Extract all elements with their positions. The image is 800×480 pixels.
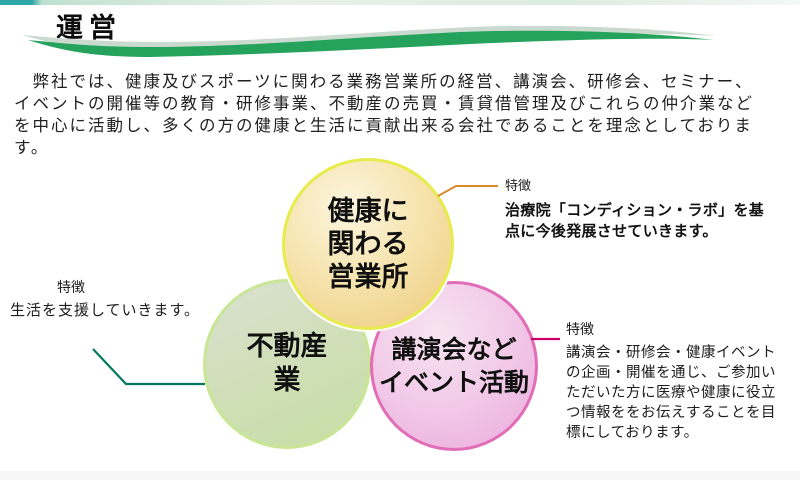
- swoosh-shadow: [22, 25, 716, 51]
- annotation-events-body: 講演会・研修会・健康イベント の企画・開催を通じ、ご参加い ただいた方に医療や健…: [566, 345, 776, 441]
- annotation-real-estate-body: 生活を支援していきます。: [10, 301, 201, 319]
- annotation-health-office-body: 治療院「コンディション・ラボ」を基 点に今後発展させていきます。: [505, 201, 765, 240]
- circle-events-label: 講演会など イベント活動: [378, 335, 529, 397]
- intro-paragraph: 弊社では、健康及びスポーツに関わる業務営業所の経営、講演会、研修会、セミナー、 …: [14, 72, 754, 157]
- annotation-health-office-heading: 特徴: [505, 179, 532, 194]
- circle-health-office-label: 健康に 関わる 営業所: [327, 195, 409, 293]
- circle-health-office: 健康に 関わる 営業所: [282, 158, 454, 330]
- annotation-events-heading: 特徴: [566, 322, 594, 338]
- annotation-events: 特徴 講演会・研修会・健康イベント の企画・開催を通じ、ご参加い ただいた方に医…: [566, 319, 800, 443]
- annotation-real-estate: 特徴 生活を支援していきます。: [10, 277, 240, 320]
- callout-line-health-office: [437, 185, 498, 197]
- page-title: 運営: [56, 13, 122, 44]
- annotation-health-office: 特徴 治療院「コンディション・ラボ」を基 点に今後発展させていきます。: [505, 175, 800, 242]
- circle-real-estate-label: 不動産 業: [246, 331, 328, 396]
- annotation-real-estate-heading: 特徴: [57, 280, 85, 296]
- bottom-strip: [0, 471, 800, 480]
- callout-line-real-estate: [92, 348, 205, 386]
- top-accent-bar: [0, 0, 800, 5]
- swoosh: [28, 30, 714, 57]
